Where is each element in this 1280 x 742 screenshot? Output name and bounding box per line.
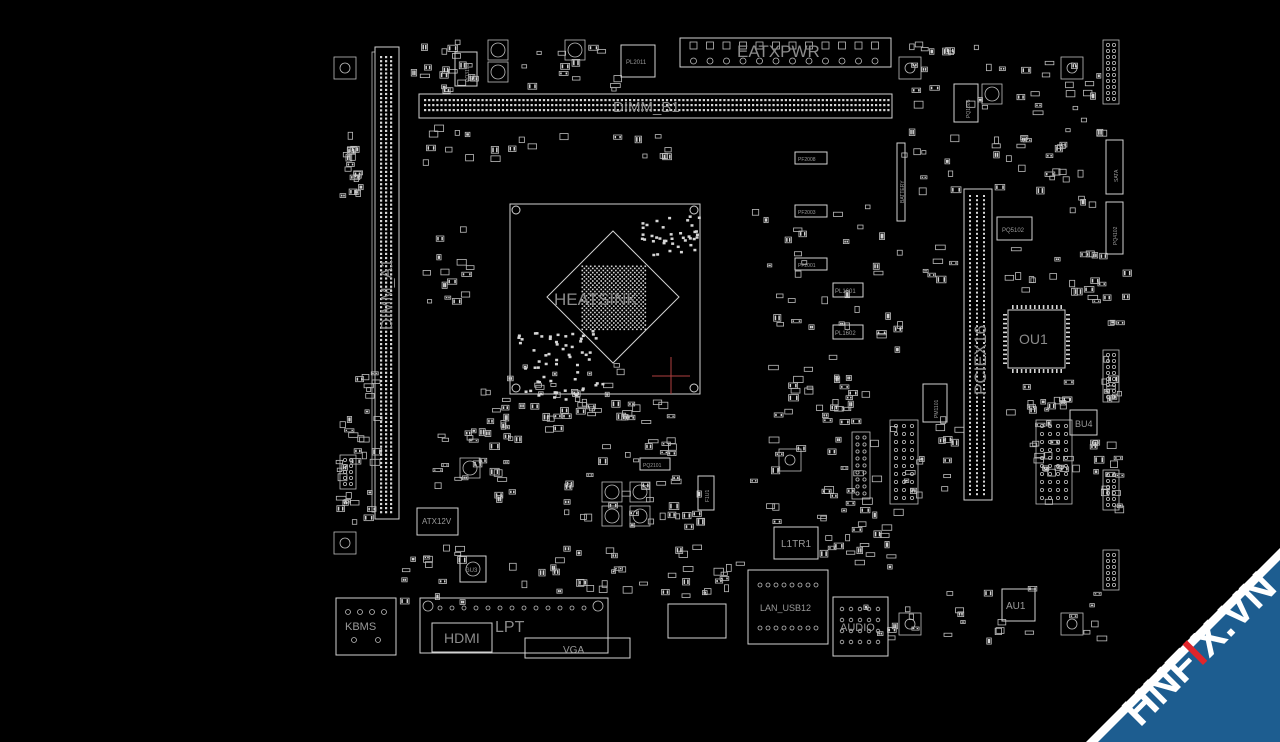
component-pads xyxy=(333,39,1132,645)
pl1602-inductor xyxy=(832,324,864,340)
pl1601-inductor xyxy=(832,282,864,298)
atx12v-label: ATX12V xyxy=(422,517,452,526)
lan-usb12-label: LAN_USB12 xyxy=(760,603,811,613)
gu3-label: GU3 xyxy=(465,568,478,574)
pq4102-label: PQ4102 xyxy=(1113,226,1119,245)
pq3108-label: PQ3108 xyxy=(465,63,471,82)
ou1-label: OU1 xyxy=(1019,331,1048,347)
bu4-chip[interactable] xyxy=(1069,409,1098,436)
audio-label: AUDIO xyxy=(840,622,875,634)
bu4-label: BU4 xyxy=(1075,419,1093,429)
dimm-a1-slot[interactable] xyxy=(371,46,400,520)
pq4102-part xyxy=(1105,201,1124,255)
pl1602-label: PL1602 xyxy=(835,331,856,337)
battery-label: BATTERY xyxy=(900,180,906,203)
heatsink-label: HEATSINK xyxy=(554,290,638,309)
audio-connector[interactable] xyxy=(832,596,889,657)
dimm-b1-slot[interactable] xyxy=(418,93,893,119)
vga-label: VGA xyxy=(563,645,584,656)
pq2101-label: PQ2101 xyxy=(643,463,662,469)
gu3-chip[interactable] xyxy=(459,555,487,583)
lan-usb12-connector[interactable] xyxy=(747,569,829,645)
pf2008-part xyxy=(794,151,828,165)
au1-label: AU1 xyxy=(1006,601,1026,612)
kbms-connector[interactable] xyxy=(335,597,397,656)
pciex16-slot[interactable] xyxy=(963,188,993,501)
cpu-socket[interactable] xyxy=(509,203,701,395)
pq1805-part xyxy=(953,83,979,123)
dimm-a1-label: DIMM_A1 xyxy=(379,259,396,330)
pl2011-label: PL2011 xyxy=(626,60,647,66)
sata-label: SATA xyxy=(1114,169,1120,182)
pl1601-label: PL1601 xyxy=(835,289,856,295)
au1-chip[interactable] xyxy=(1001,588,1036,622)
pf2001-part xyxy=(794,257,828,271)
pq2101-part xyxy=(639,457,671,471)
pf2003-label: PF2003 xyxy=(798,210,816,216)
battery-holder[interactable] xyxy=(896,142,906,222)
pm1101-part xyxy=(922,383,948,423)
pq3108-part xyxy=(454,51,478,87)
eatxpwr-label: EATXPWR xyxy=(737,42,820,61)
atx12v-connector[interactable] xyxy=(416,507,459,536)
lpt-label: LPT xyxy=(495,619,525,636)
kbms-label: KBMS xyxy=(345,621,376,633)
pciex16-label: PCIEX16 xyxy=(971,325,990,395)
f1u1-label: F1U1 xyxy=(705,490,711,502)
l1tr1-transformer[interactable] xyxy=(773,526,819,560)
pm1101-label: PM1101 xyxy=(934,400,940,418)
pf2003-part xyxy=(794,204,828,218)
hnfix-watermark: HNFIX.VN xyxy=(1086,548,1280,742)
pf2001-label: PF2001 xyxy=(798,263,816,269)
eatxpwr-connector[interactable] xyxy=(679,37,892,68)
sata-connector[interactable] xyxy=(1105,139,1124,195)
pq5102-label: PQ5102 xyxy=(1002,228,1025,234)
pf2008-label: PF2008 xyxy=(798,157,816,163)
f1u1-part xyxy=(697,475,715,511)
l1tr1-label: L1TR1 xyxy=(781,539,811,550)
hdmi-connector[interactable] xyxy=(431,622,493,653)
vga-connector[interactable] xyxy=(524,637,631,659)
lpt-connector[interactable] xyxy=(419,597,609,654)
pq5102-part xyxy=(996,216,1033,241)
hdmi-label: HDMI xyxy=(444,630,480,646)
usb-connector[interactable] xyxy=(667,603,727,639)
dimm-b1-label: DIMM_B1 xyxy=(613,99,680,116)
pl2011-inductor xyxy=(620,44,656,78)
ou1-chip[interactable] xyxy=(1003,305,1070,373)
pq1805-label: PQ1805 xyxy=(966,99,972,118)
